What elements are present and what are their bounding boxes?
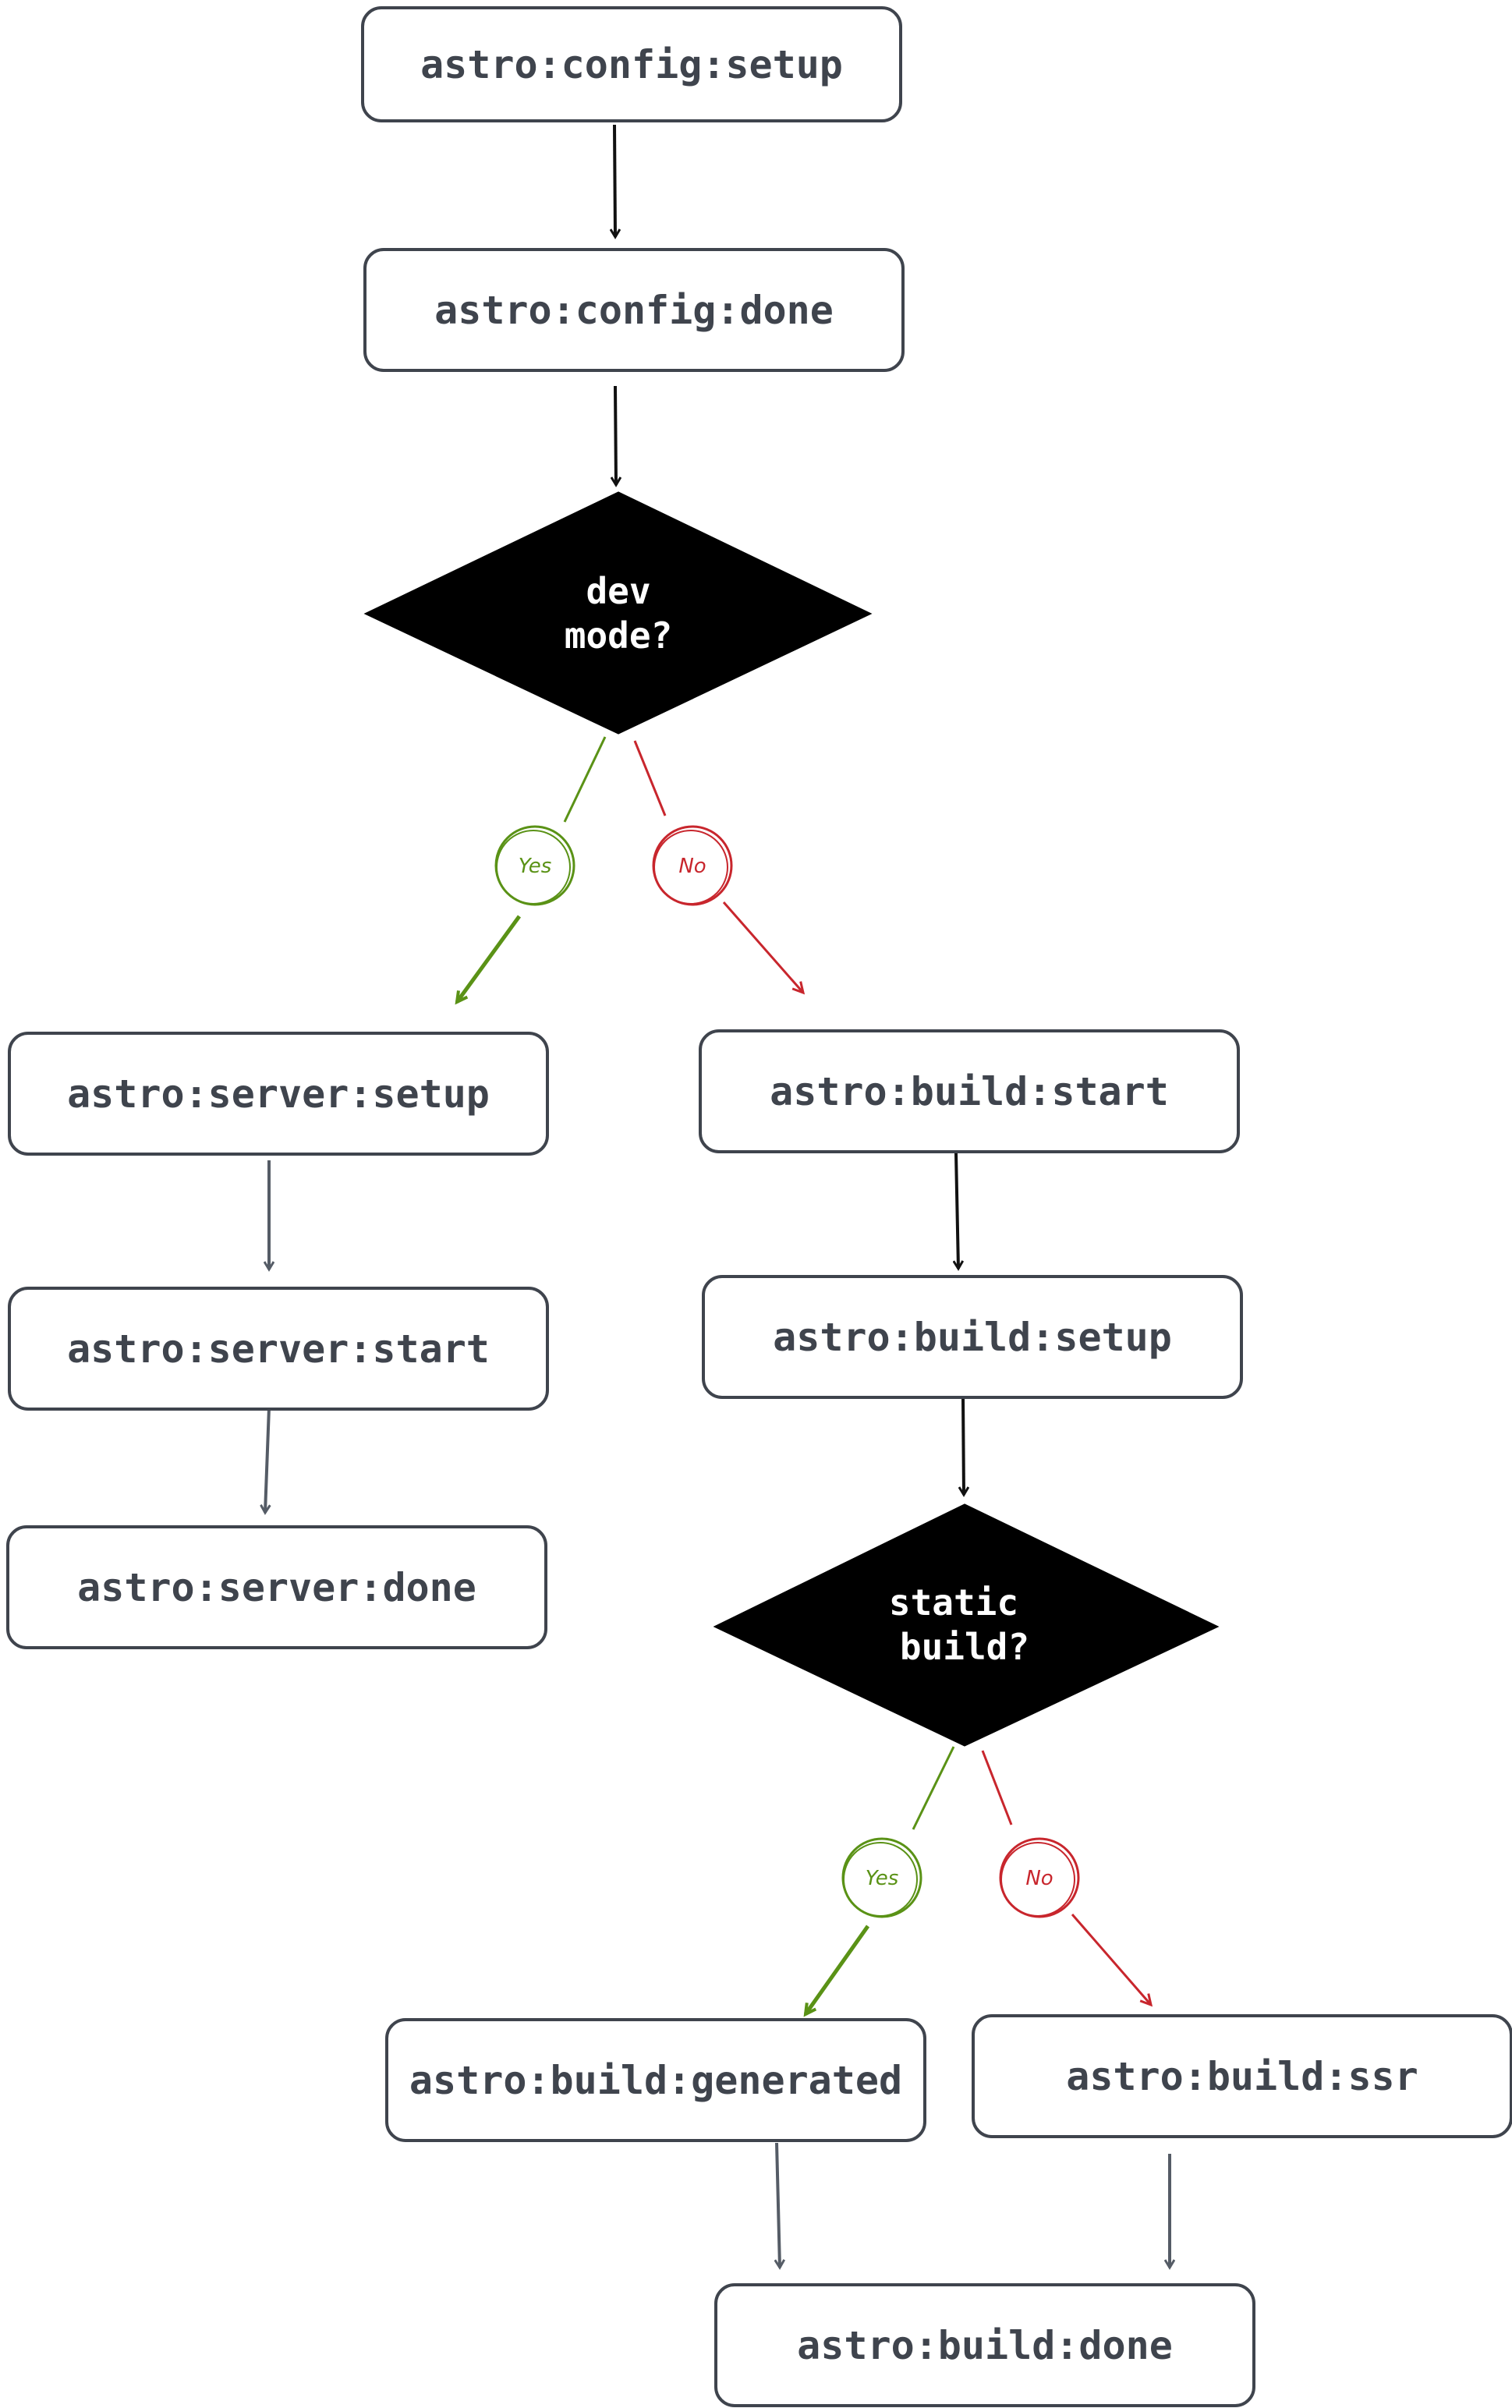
node-config-done-label: astro:config:done: [434, 288, 834, 333]
yes-branch-line-top: [563, 736, 607, 823]
badge-static-no-label: No: [1025, 1867, 1053, 1890]
node-build-generated: astro:build:generated: [385, 2018, 926, 2142]
node-server-start-label: astro:server:start: [67, 1326, 490, 1372]
node-build-setup: astro:build:setup: [702, 1275, 1243, 1399]
node-config-done: astro:config:done: [363, 248, 905, 372]
node-build-ssr: astro:build:ssr: [972, 2014, 1512, 2138]
badge-static-yes: Yes: [841, 1837, 922, 1918]
node-build-generated-label: astro:build:generated: [409, 2058, 902, 2103]
decision-dev-mode-line1: dev: [586, 570, 650, 612]
node-build-start-label: astro:build:start: [770, 1069, 1169, 1114]
connectors: [265, 124, 1170, 2268]
static-no-arrow: [1071, 1914, 1153, 2007]
node-server-setup-label: astro:server:setup: [67, 1071, 490, 1117]
node-config-setup-label: astro:config:setup: [420, 42, 843, 87]
no-branch-arrow: [722, 901, 806, 995]
badge-dev-yes: Yes: [494, 825, 575, 906]
arrow-generated-to-done: [777, 2142, 780, 2268]
no-branch-line-top: [633, 740, 667, 816]
decision-static-build: static build?: [713, 1503, 1220, 1747]
badge-static-yes-label: Yes: [866, 1867, 899, 1890]
node-build-ssr-label: astro:build:ssr: [1066, 2054, 1418, 2099]
node-server-done: astro:server:done: [6, 1525, 547, 1649]
node-server-start: astro:server:start: [8, 1287, 549, 1411]
node-build-done: astro:build:done: [714, 2283, 1255, 2407]
yes-branch-arrow: [457, 915, 522, 1002]
node-build-done-label: astro:build:done: [797, 2323, 1173, 2368]
arrow-config-done-to-dev-mode: [615, 385, 616, 485]
badge-dev-no-label: No: [678, 855, 706, 878]
arrow-server-start-to-done: [265, 1407, 269, 1513]
node-config-setup: astro:config:setup: [361, 6, 902, 122]
static-yes-line-top: [912, 1746, 955, 1830]
node-build-setup-label: astro:build:setup: [773, 1315, 1172, 1360]
node-build-start: astro:build:start: [699, 1029, 1240, 1153]
node-server-done-label: astro:server:done: [77, 1565, 476, 1610]
arrow-build-start-to-setup: [956, 1153, 958, 1269]
static-yes-arrow: [806, 1925, 870, 2014]
static-no-line-top: [981, 1750, 1013, 1825]
badge-static-no: No: [999, 1837, 1080, 1918]
decision-dev-mode: dev mode?: [363, 491, 873, 735]
arrow-build-setup-to-static: [963, 1397, 964, 1495]
decision-static-build-line2: build?: [900, 1626, 1029, 1668]
decision-static-build-line1: static: [889, 1581, 1018, 1624]
arrow-config-setup-to-done: [614, 124, 615, 237]
decision-dev-mode-line2: mode?: [565, 614, 672, 657]
node-server-setup: astro:server:setup: [8, 1032, 549, 1156]
badge-dev-yes-label: Yes: [519, 855, 552, 878]
badge-dev-no: No: [652, 825, 733, 906]
